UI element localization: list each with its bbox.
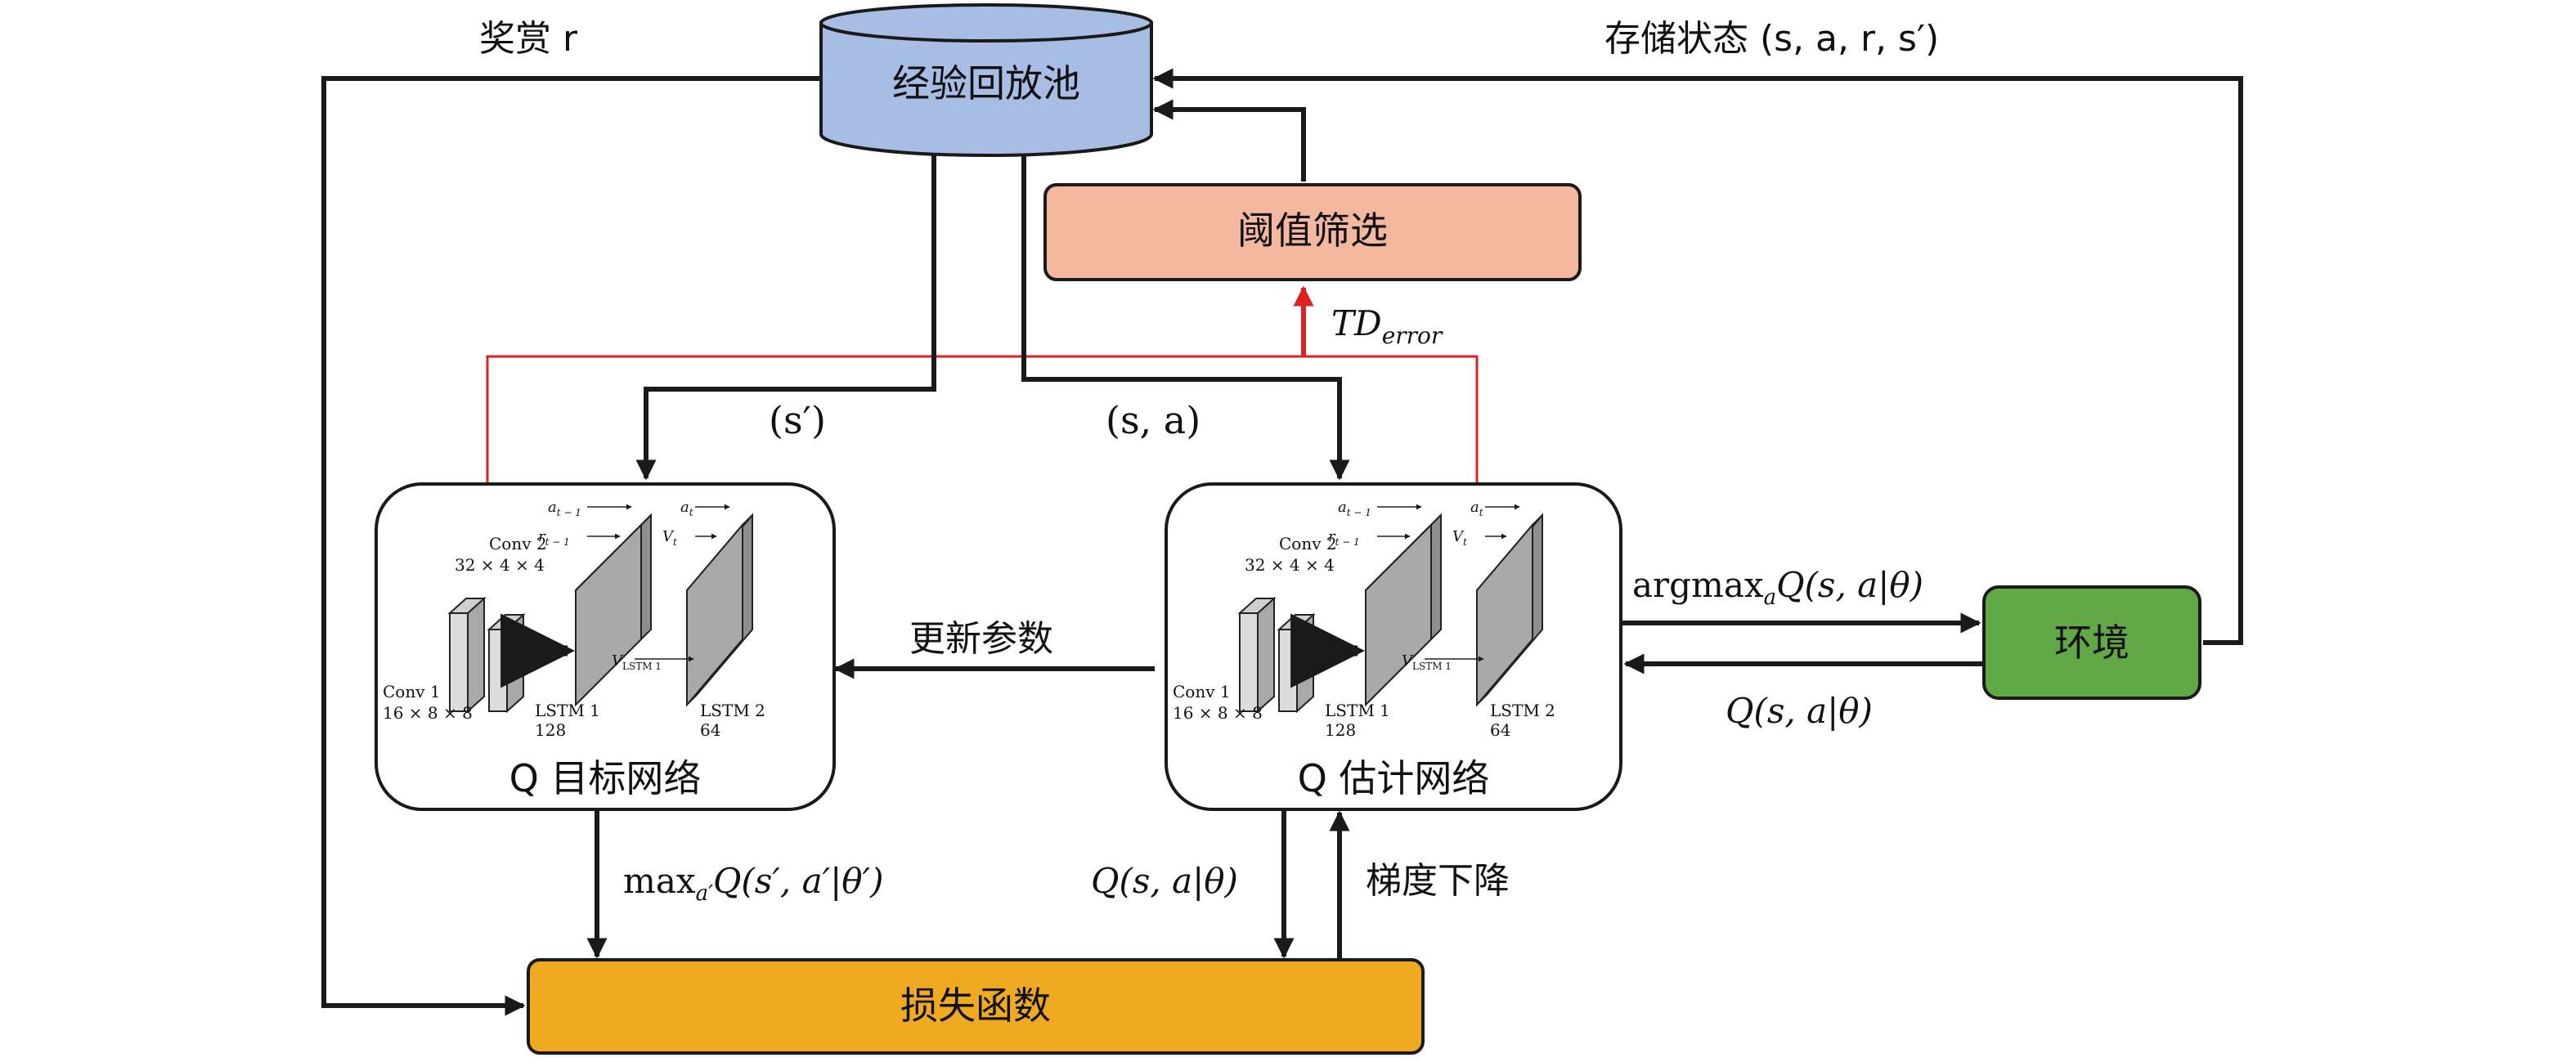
reward-arrow (321, 76, 819, 1016)
target-input-v: Vt (662, 528, 677, 548)
environment-box (1982, 585, 2201, 700)
target-conv1-label: Conv 1 (383, 682, 441, 701)
filter-to-replay-arrow (1152, 99, 1306, 181)
target-input-a-prev: at − 1 (548, 499, 581, 518)
replay-pool-node: 经验回放池 (819, 3, 1153, 157)
target-lstm1-label: LSTM 1 (535, 701, 600, 720)
threshold-filter-node: 阈值筛选 (1043, 183, 1582, 281)
estimate-input-a: at (1470, 499, 1483, 518)
argmax-label: argmaxaQ(s, a|θ) (1632, 565, 1923, 610)
target-network-label: Q 目标网络 (509, 756, 702, 800)
estimate-lstm1-dim: 128 (1325, 720, 1356, 740)
target-input-a: at (680, 499, 693, 518)
reward-label: 奖赏 r (479, 18, 578, 60)
td-error-label: TDerror (1331, 303, 1443, 349)
loss-function-box (527, 958, 1425, 1055)
target-lstm2-label: LSTM 2 (700, 701, 765, 720)
update-params-label: 更新参数 (909, 618, 1053, 660)
replay-pool-label: 经验回放池 (892, 61, 1080, 105)
target-conv2-label: Conv 2 (489, 534, 547, 553)
q-feedback-label: Q(s, a|θ) (1726, 691, 1873, 731)
q-to-loss-label: Q(s, a|θ) (1091, 861, 1238, 901)
store-state-arrow (1152, 68, 2243, 645)
target-v-lstm: VLSTM 1 (612, 652, 662, 672)
estimate-lstm2-label: LSTM 2 (1490, 701, 1555, 720)
loss-function-node: 损失函数 (527, 958, 1425, 1055)
estimate-conv1-label: Conv 1 (1173, 682, 1231, 701)
target-lstm2-dim: 64 (700, 720, 720, 740)
gradient-label: 梯度下降 (1366, 860, 1510, 902)
td-error-bus-line (486, 355, 1479, 483)
environment-label: 环境 (2054, 621, 2129, 665)
estimate-lstm1-label: LSTM 1 (1325, 701, 1390, 720)
connectors (321, 68, 2243, 1016)
estimate-input-r-prev: rt − 1 (1328, 528, 1360, 548)
store-state-label: 存储状态 (s, a, r, s′) (1604, 18, 1939, 60)
target-conv2-dim: 32 × 4 × 4 (455, 555, 545, 575)
estimate-input-v: Vt (1452, 528, 1467, 548)
estimate-conv1-dim: 16 × 8 × 8 (1173, 703, 1263, 723)
target-input-r-prev: rt − 1 (538, 528, 570, 548)
estimate-v-lstm: VLSTM 1 (1402, 652, 1452, 672)
environment-node: 环境 (1982, 585, 2201, 700)
estimate-lstm2-dim: 64 (1490, 720, 1510, 740)
estimate-network-label: Q 估计网络 (1298, 756, 1490, 800)
target-conv1-dim: 16 × 8 × 8 (383, 703, 473, 723)
estimate-input-a-prev: at − 1 (1338, 499, 1371, 518)
target-network-node: Conv 1 16 × 8 × 8 Conv 2 32 × 4 × 4 LSTM… (375, 482, 836, 811)
estimate-conv2-label: Conv 2 (1279, 534, 1337, 553)
max-q-label: maxa′Q(s′, a′|θ′) (623, 861, 884, 906)
threshold-filter-box (1043, 183, 1582, 281)
threshold-filter-label: 阈值筛选 (1237, 208, 1388, 253)
s-a-label: (s, a) (1106, 398, 1200, 442)
replay-to-target-arrow (635, 155, 936, 481)
replay-to-estimate-arrow (1021, 155, 1350, 481)
replay-pool-top (819, 3, 1153, 43)
loss-function-label: 损失函数 (900, 984, 1051, 1028)
replay-pool-body (819, 21, 1153, 157)
target-lstm1-dim: 128 (535, 720, 566, 740)
estimate-conv2-dim: 32 × 4 × 4 (1245, 555, 1335, 575)
s-prime-label: (s′) (769, 398, 826, 442)
estimate-network-node: Conv 1 16 × 8 × 8 Conv 2 32 × 4 × 4 LSTM… (1165, 482, 1622, 811)
